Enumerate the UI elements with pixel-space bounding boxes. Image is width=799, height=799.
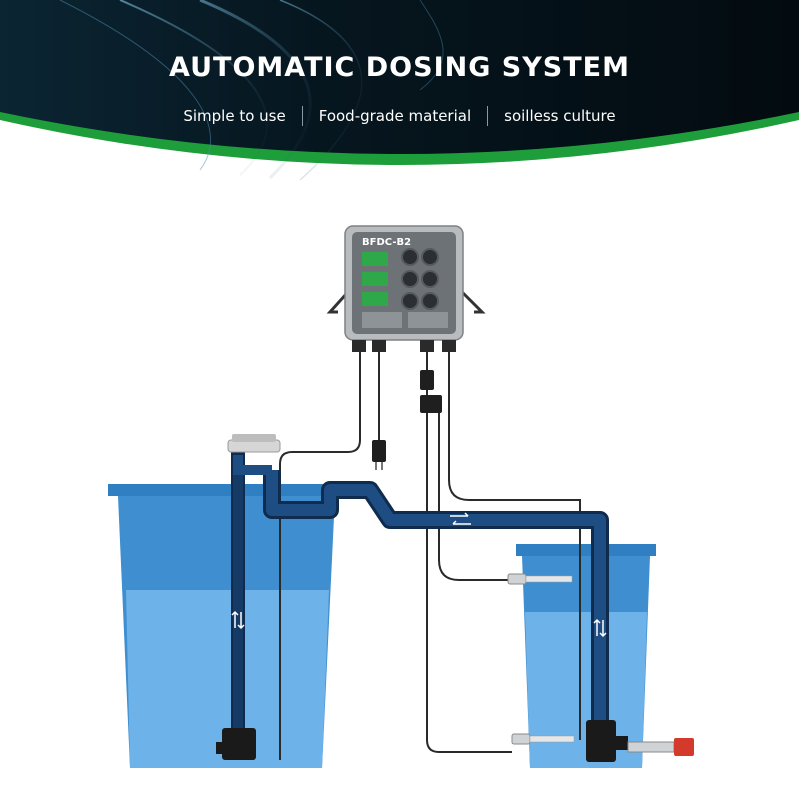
feature-item: soilless culture bbox=[504, 107, 616, 125]
light-streak bbox=[419, 0, 444, 91]
cable-port bbox=[352, 340, 366, 352]
pump-cable bbox=[426, 352, 512, 753]
dark-wave bbox=[0, 0, 799, 154]
status-panel bbox=[362, 252, 388, 266]
reservoir-rim bbox=[108, 484, 345, 496]
feature-list: Simple to use Food-grade material soille… bbox=[0, 106, 799, 126]
flow-direction-arrows-icon bbox=[450, 512, 471, 525]
socket-icon bbox=[421, 248, 439, 266]
wall-bracket-left bbox=[326, 290, 350, 314]
flow-direction-arrows-icon bbox=[593, 618, 607, 638]
cable-port bbox=[372, 340, 386, 352]
pump-icon bbox=[586, 720, 628, 762]
dosing-system-diagram: BFDC-B2 bbox=[108, 225, 694, 768]
light-streak bbox=[199, 0, 312, 180]
banner-background bbox=[0, 0, 799, 181]
float-cable bbox=[438, 410, 508, 581]
feature-item: Food-grade material bbox=[318, 107, 472, 125]
dosing-tank bbox=[516, 544, 656, 768]
light-streak bbox=[59, 0, 212, 171]
socket-icon bbox=[421, 292, 439, 310]
dosing-tank-rim bbox=[516, 544, 656, 556]
reservoir-water bbox=[126, 590, 329, 768]
socket-icon bbox=[401, 270, 419, 288]
socket-icon bbox=[401, 248, 419, 266]
cable-port bbox=[442, 340, 456, 352]
power-plug-icon bbox=[372, 440, 386, 470]
flow-direction-arrows-icon bbox=[231, 610, 245, 630]
light-streak bbox=[119, 0, 268, 176]
socket-icon bbox=[401, 292, 419, 310]
pipe-joint bbox=[233, 455, 272, 475]
spec-label bbox=[408, 312, 448, 328]
cable-splitter-icon bbox=[420, 370, 442, 413]
cable-port bbox=[420, 340, 434, 352]
wall-bracket-right bbox=[460, 290, 486, 314]
spec-label bbox=[362, 312, 402, 328]
dosing-tank-water bbox=[525, 612, 647, 768]
status-panel bbox=[362, 292, 388, 306]
controller-unit: BFDC-B2 bbox=[344, 225, 464, 352]
float-switch-icon bbox=[507, 573, 573, 585]
status-panel bbox=[362, 272, 388, 286]
transfer-pipe bbox=[266, 470, 606, 746]
divider bbox=[301, 106, 303, 126]
header-banner: AUTOMATIC DOSING SYSTEM Simple to use Fo… bbox=[0, 0, 799, 190]
nutrient-reservoir bbox=[108, 484, 345, 768]
float-switch-icon bbox=[511, 733, 575, 745]
outlet-valve-icon bbox=[627, 738, 694, 756]
divider bbox=[487, 106, 489, 126]
controller-model-label: BFDC-B2 bbox=[362, 237, 411, 248]
feature-item: Simple to use bbox=[183, 107, 286, 125]
light-streak bbox=[279, 0, 363, 181]
dosing-cable bbox=[448, 352, 581, 740]
float-switch-cap bbox=[232, 434, 276, 442]
socket-icon bbox=[421, 270, 439, 288]
pump-icon bbox=[216, 728, 256, 760]
sensor-cable bbox=[279, 352, 361, 760]
page-title: AUTOMATIC DOSING SYSTEM bbox=[169, 52, 630, 83]
